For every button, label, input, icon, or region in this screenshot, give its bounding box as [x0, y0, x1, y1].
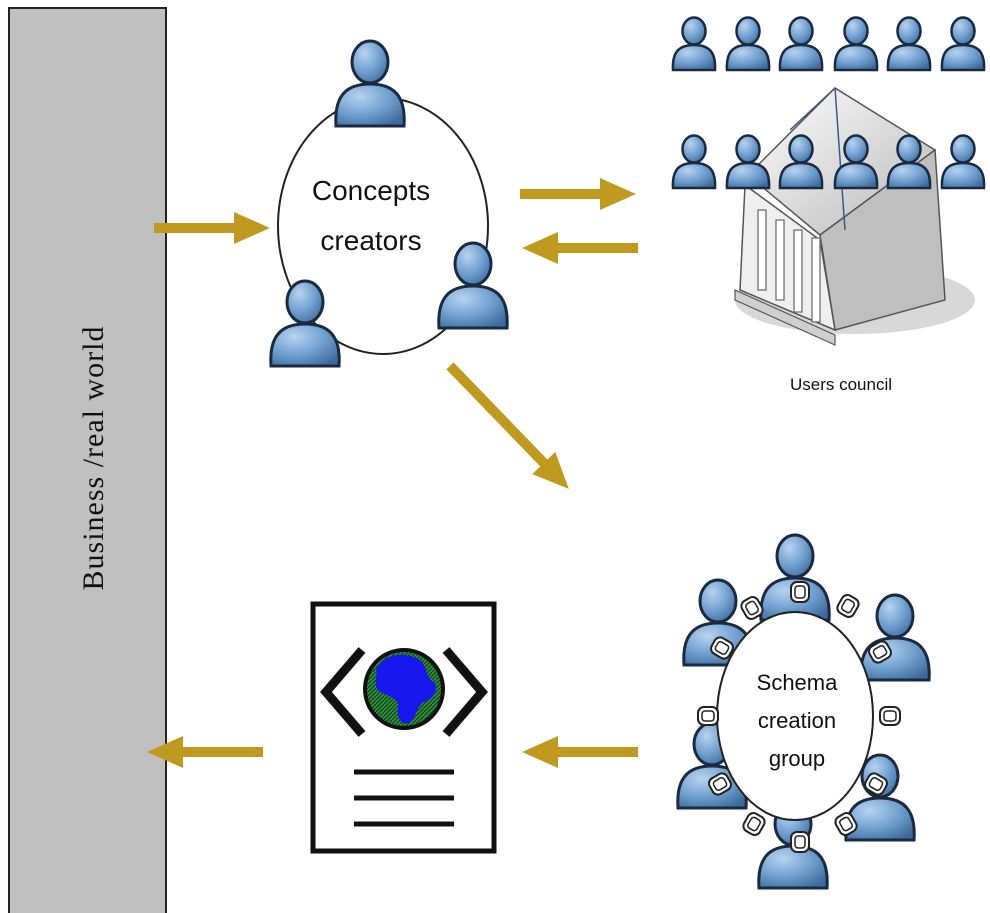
arrow-sidebar-to-concepts: [154, 212, 270, 244]
chair-icon: [834, 591, 862, 621]
schema-label-line1: Schema: [757, 670, 838, 695]
person-icon: [940, 16, 986, 72]
person-icon: [886, 16, 932, 72]
business-real-world-sidebar: [8, 7, 167, 913]
concepts-creators-group: Concepts creators: [269, 39, 509, 368]
person-icon: [671, 16, 717, 72]
person-icon: [759, 533, 831, 622]
building-icon: [734, 87, 975, 346]
schema-creation-group: Schema creation group: [676, 533, 931, 890]
person-icon: [671, 134, 717, 190]
sidebar-label: Business /real world: [77, 326, 110, 591]
chair-icon: [697, 706, 719, 726]
chair-icon: [790, 581, 810, 603]
chair-icon: [790, 831, 810, 853]
concepts-label-line2: creators: [320, 225, 421, 256]
person-icon: [833, 16, 879, 72]
person-icon: [940, 134, 986, 190]
arrow-concepts-to-schema: [446, 362, 569, 489]
schema-label-line2: creation: [758, 708, 836, 733]
person-icon: [778, 16, 824, 72]
person-icon: [859, 593, 931, 682]
users-council-group: Users council: [671, 16, 986, 394]
arrow-council-to-concepts: [522, 232, 638, 264]
person-icon: [725, 16, 771, 72]
chair-icon: [740, 809, 768, 839]
chair-icon: [879, 706, 901, 726]
arrow-concepts-to-council: [520, 178, 636, 210]
users-council-label: Users council: [790, 375, 892, 394]
arrow-schema-to-document: [522, 736, 638, 768]
person-icon: [334, 39, 406, 128]
concepts-label-line1: Concepts: [312, 175, 430, 206]
document-globe-icon: [310, 601, 497, 854]
schema-label-line3: group: [769, 746, 825, 771]
